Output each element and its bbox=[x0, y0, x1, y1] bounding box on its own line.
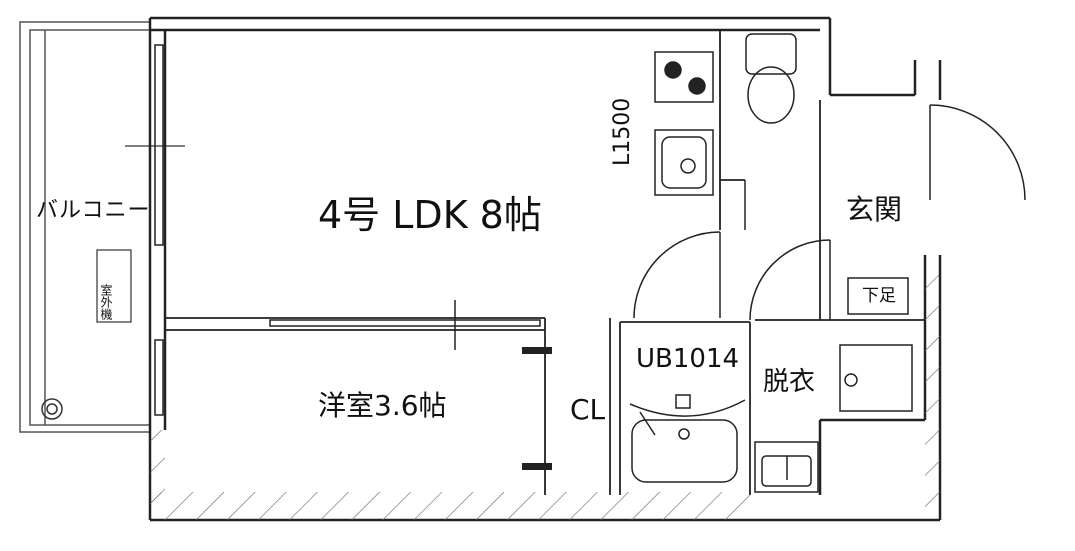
sliding-door bbox=[269, 300, 541, 350]
entrance-label: 玄関 bbox=[846, 193, 903, 226]
washbasin-icon bbox=[754, 441, 819, 493]
balcony-windows bbox=[154, 44, 164, 416]
kitchen-sink-icon bbox=[654, 129, 714, 196]
closet-hardware bbox=[522, 347, 552, 470]
swing-doors bbox=[633, 104, 1026, 321]
interior-walls bbox=[165, 30, 925, 495]
wall-hatch-right bbox=[925, 275, 940, 520]
kitchen-width-label: L1500 bbox=[610, 97, 635, 166]
dressing-label: 脱衣 bbox=[763, 367, 816, 397]
balcony bbox=[19, 21, 185, 433]
bathtub-icon bbox=[629, 394, 746, 483]
western-room-label: 洋室3.6帖 bbox=[318, 389, 447, 422]
wall-hatch-left bbox=[150, 430, 165, 520]
toilet-icon bbox=[745, 33, 797, 124]
shoe-storage-label: 下足 bbox=[862, 286, 896, 306]
bath-label: UB1014 bbox=[636, 344, 740, 374]
drain-icon bbox=[41, 398, 63, 420]
wall-hatch-bottom bbox=[150, 492, 750, 520]
ldk-label: 4号 LDK 8帖 bbox=[318, 193, 542, 237]
ac-unit-label: 室外機 bbox=[99, 284, 113, 320]
balcony-label: バルコニー bbox=[36, 198, 151, 223]
closet-label: CL bbox=[570, 393, 606, 426]
shoe-storage-box bbox=[847, 277, 909, 315]
stove-icon bbox=[654, 51, 714, 103]
washer-pan-icon bbox=[839, 344, 913, 412]
ac-unit bbox=[96, 249, 132, 323]
